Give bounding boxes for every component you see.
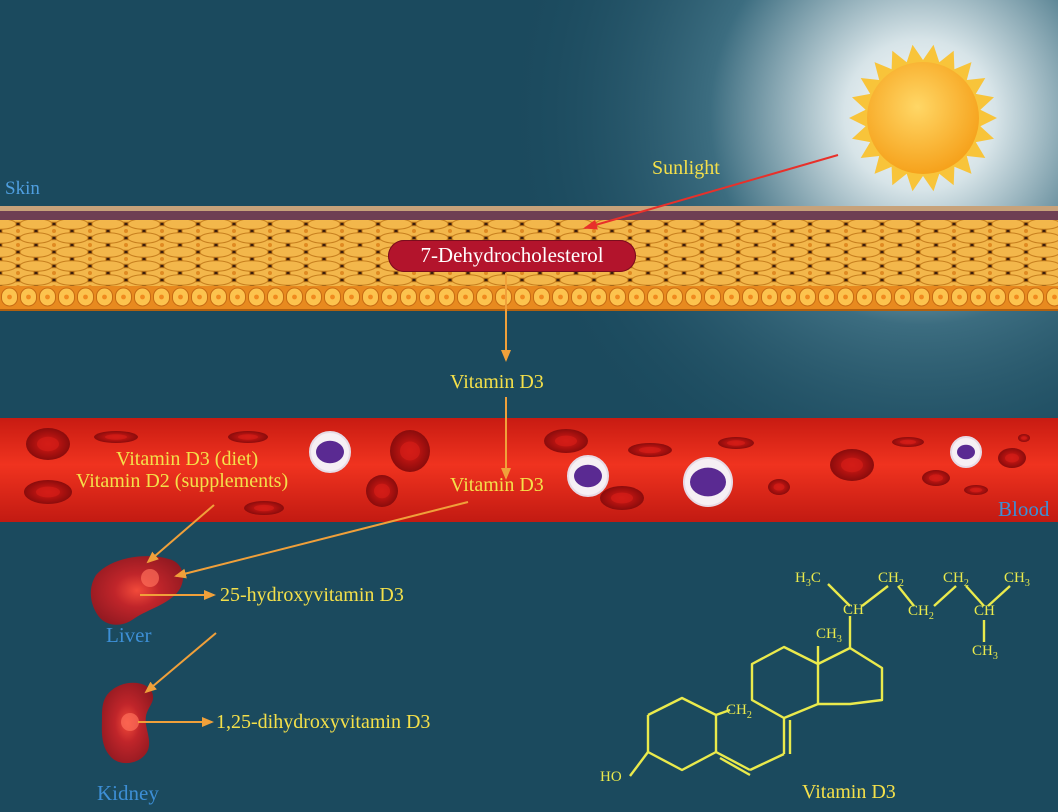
sun-icon — [849, 44, 997, 192]
kidney-label: Kidney — [97, 781, 159, 805]
atom-h3c: H3C — [795, 570, 821, 589]
atom-ch2-c: CH2 — [943, 570, 969, 589]
atom-ch2-b: CH2 — [908, 603, 934, 622]
liver-label: Liver — [106, 623, 152, 647]
atom-ho: HO — [600, 769, 622, 785]
arrow-diet-to-liver — [146, 504, 215, 564]
pathway-arrows — [138, 154, 839, 727]
sunlight-label: Sunlight — [652, 157, 720, 179]
hydroxyvitamin-label: 25-hydroxyvitamin D3 — [220, 584, 404, 606]
blood-label: Blood — [998, 497, 1050, 521]
arrow-liver-to-kidney — [144, 632, 217, 694]
atom-ch3-b: CH3 — [816, 626, 842, 645]
vitamin-d3-blood-label: Vitamin D3 — [450, 474, 544, 496]
blood-vessel — [0, 418, 1058, 522]
atom-ch-a: CH — [843, 602, 864, 618]
atom-ch-b: CH — [974, 603, 995, 619]
diet-label: Vitamin D3 (diet) — [116, 448, 259, 470]
molecule-name-label: Vitamin D3 — [802, 781, 896, 803]
atom-ch2-a: CH2 — [878, 570, 904, 589]
atom-ch3-c: CH3 — [972, 643, 998, 662]
skin-label: Skin — [5, 178, 40, 199]
liver-organ — [90, 556, 184, 625]
dihydroxyvitamin-label: 1,25-dihydroxyvitamin D3 — [216, 711, 431, 733]
supplements-label: Vitamin D2 (supplements) — [76, 470, 289, 492]
atom-ch3-a: CH3 — [1004, 570, 1030, 589]
sunlight-arrow — [583, 154, 839, 230]
skin-layer — [0, 206, 1058, 311]
precursor-pill: 7-Dehydrocholesterol — [388, 240, 636, 272]
atom-ch2-d: CH2 — [726, 702, 752, 721]
vitamin-d3-structure — [629, 583, 1011, 777]
precursor-label: 7-Dehydrocholesterol — [420, 243, 604, 267]
vitamin-d3-skin-label: Vitamin D3 — [450, 371, 544, 393]
arrow-blood-to-liver — [174, 501, 469, 579]
